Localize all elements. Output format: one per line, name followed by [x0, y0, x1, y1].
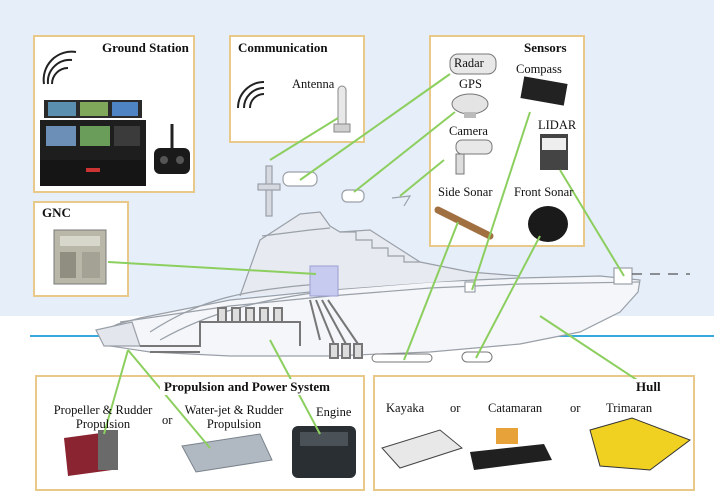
- catamaran-label: Catamaran: [488, 401, 543, 415]
- radar-label: Radar: [454, 56, 484, 70]
- waterjet-rudder-label: Water-jet & Rudder Propulsion: [176, 403, 292, 432]
- waterjet-rudder-line2: Propulsion: [206, 416, 262, 431]
- hull-illustrations: [381, 417, 692, 471]
- engine-label: Engine: [316, 405, 352, 419]
- propulsion-title: Propulsion and Power System: [160, 379, 335, 396]
- sensor-illustrations: [434, 53, 568, 242]
- side-sonar-label: Side Sonar: [438, 185, 493, 199]
- hull-or-label-1: or: [450, 401, 461, 415]
- propeller-rudder-label: Propeller & Rudder Propulsion: [44, 403, 162, 432]
- waterjet-rudder-line1: Water-jet & Rudder: [184, 403, 284, 417]
- trimaran-label: Trimaran: [606, 401, 653, 415]
- ground-station-title: Ground Station: [98, 40, 193, 57]
- kayak-label: Kayaka: [386, 401, 425, 415]
- boat-hull-outline: [95, 165, 690, 357]
- propulsion-or-label: or: [162, 413, 173, 427]
- lidar-label: LIDAR: [538, 118, 577, 132]
- gnc-hub: [309, 265, 339, 297]
- connector-lines: [103, 73, 641, 449]
- side-sonar-housing: [371, 353, 433, 363]
- sensors-title: Sensors: [520, 40, 571, 57]
- propeller-rudder-line1: Propeller & Rudder: [53, 403, 153, 417]
- compass-label: Compass: [516, 62, 562, 76]
- propulsion-illustrations: [64, 426, 356, 478]
- ground-station-illustration: [40, 50, 190, 186]
- hull-or-label-2: or: [570, 401, 581, 415]
- gnc-title: GNC: [38, 205, 75, 222]
- communication-illustration: [237, 81, 351, 133]
- power-system-piping: [140, 299, 363, 359]
- front-sonar-label: Front Sonar: [514, 185, 574, 199]
- antenna-label: Antenna: [292, 77, 335, 91]
- hull-title: Hull: [632, 379, 665, 396]
- camera-label: Camera: [449, 124, 488, 138]
- propeller-rudder-line2: Propulsion: [75, 416, 131, 431]
- gnc-illustration: [53, 229, 107, 285]
- gps-label: GPS: [459, 77, 482, 91]
- communication-title: Communication: [234, 40, 332, 57]
